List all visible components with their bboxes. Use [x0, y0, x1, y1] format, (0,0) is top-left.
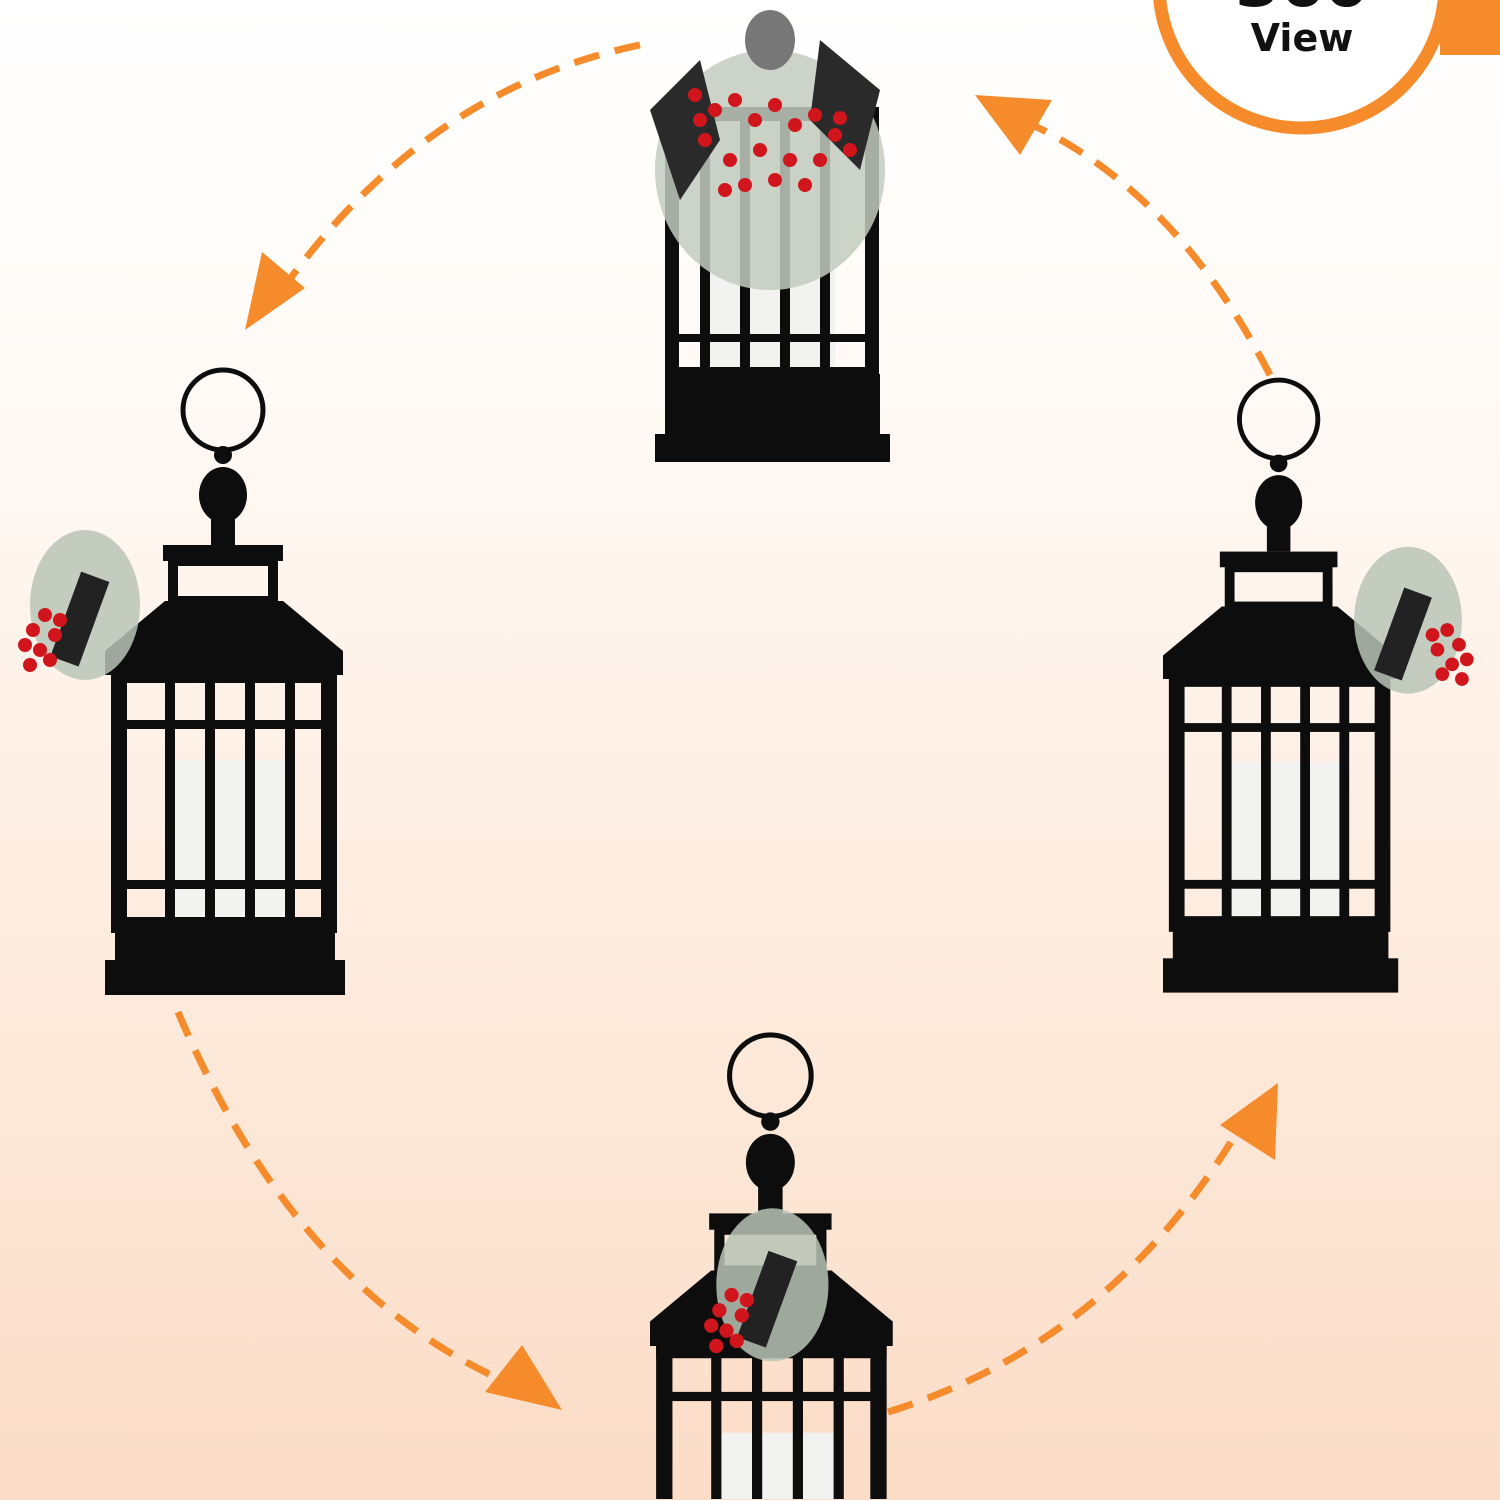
hanging-ring	[180, 367, 266, 453]
arrow-arc-top-right	[1008, 111, 1274, 377]
arrowheads	[245, 95, 1278, 1410]
arrow-arc-bottom-left	[174, 1010, 527, 1394]
candle	[721, 1432, 844, 1499]
badge-bar	[1440, 0, 1500, 55]
pine-berry-decoration	[18, 530, 140, 680]
pine-berry-decoration	[1354, 546, 1474, 694]
hanging-ring	[1236, 377, 1321, 461]
hanging-ring	[727, 1032, 814, 1120]
rotation-arrows	[174, 41, 1274, 1416]
pine-berry-decoration	[704, 1208, 829, 1362]
candle	[175, 760, 295, 925]
arrowhead-icon	[245, 252, 305, 330]
arrowhead-icon	[485, 1345, 562, 1410]
lantern-right-view	[1163, 377, 1474, 993]
arrow-arc-bottom-right	[886, 1108, 1254, 1416]
arrow-arc-top-left	[272, 41, 641, 302]
lantern-base	[105, 960, 345, 995]
arrowhead-icon	[975, 95, 1052, 155]
badge-number: 360	[1160, 0, 1444, 22]
candle	[1231, 762, 1350, 924]
badge-circle	[1153, 0, 1451, 135]
pine-berry-decoration	[650, 10, 885, 290]
lantern-left-view	[18, 367, 345, 995]
badge-label: View	[1250, 16, 1354, 60]
lantern-base	[1163, 958, 1399, 993]
lantern-bottom-view	[650, 1032, 893, 1499]
lantern-roof	[105, 601, 343, 675]
arrowhead-icon	[1220, 1083, 1278, 1160]
lantern-roof	[1163, 606, 1397, 679]
